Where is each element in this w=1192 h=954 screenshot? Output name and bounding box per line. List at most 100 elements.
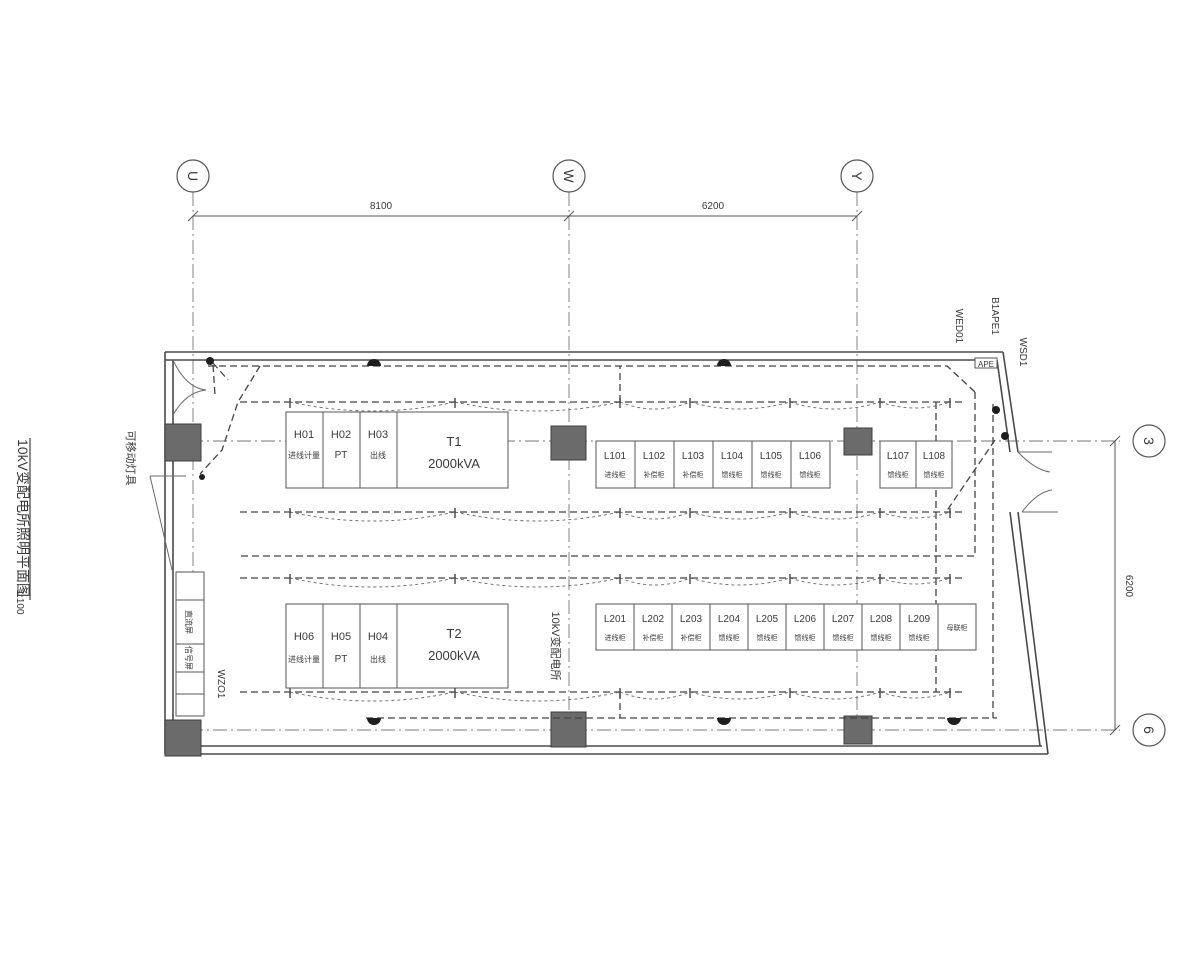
panel-h03-desc: 出线 [370, 450, 386, 460]
panel-l201-desc: 进线柜 [605, 633, 626, 642]
panel-h02-desc: PT [335, 450, 348, 461]
panel-l106-code: L106 [799, 451, 822, 462]
axis-bubble-3: 3 [1132, 424, 1166, 458]
panel-h03-code: H03 [368, 429, 388, 441]
panel-l204-code: L204 [718, 614, 741, 625]
axis-bubble-6: 6 [1132, 713, 1166, 747]
dimension-wy: 6200 [702, 201, 725, 212]
panel-l207-code: L207 [832, 614, 855, 625]
cable-label: 10kV变配电所 [549, 611, 563, 680]
drawing-title-text: 10kV变配电所照明平面图 [15, 439, 31, 597]
axis-bubble-w: W [552, 159, 586, 193]
panel-l207: L207 馈线柜 [823, 603, 863, 651]
axis-label-w: W [561, 169, 577, 183]
panel-l102-desc: 补偿柜 [644, 470, 665, 479]
panel-l208-code: L208 [870, 614, 893, 625]
panel-h01-desc: 进线计量 [288, 450, 320, 460]
panel-l108-code: L108 [923, 451, 946, 462]
panel-l103: L103 补偿柜 [673, 440, 714, 489]
panel-l207-desc: 馈线柜 [833, 633, 854, 642]
panel-h06: H06 进线计量 [285, 603, 324, 689]
aux-panel-2: 直流屏 [175, 599, 205, 645]
circuit-labels: WZO1 WED01 B1APE1 WSD1 APE 10kV变配电所 可移动灯… [124, 297, 1028, 699]
panel-l209-code: L209 [908, 614, 931, 625]
panel-l107: L107 馈线柜 [879, 440, 917, 489]
panel-h03: H03 出线 [359, 411, 398, 489]
transformer-t2-rating: 2000kVA [428, 648, 480, 663]
panel-h01: H01 进线计量 [285, 411, 324, 489]
hv-panel-group-1: H01 进线计量 H02 PT H03 出线 T1 2000kVA [285, 411, 509, 489]
axis-label-3: 3 [1141, 437, 1157, 445]
panel-l206: L206 馈线柜 [785, 603, 825, 651]
transformer-t1: T1 2000kVA [428, 434, 480, 471]
panel-l106: L106 馈线柜 [790, 440, 831, 489]
panel-l209-desc: 馈线柜 [909, 633, 930, 642]
panel-l206-code: L206 [794, 614, 817, 625]
panel-l204-desc: 馈线柜 [719, 633, 740, 642]
transformer-t1-code: T1 [446, 434, 461, 449]
panel-l206-desc: 馈线柜 [795, 633, 816, 642]
emergency-lights [199, 357, 1009, 725]
panel-l203-code: L203 [680, 614, 703, 625]
panel-l105: L105 馈线柜 [751, 440, 792, 489]
dimension-uw: 8100 [370, 201, 393, 212]
panel-l209: L209 馈线柜 [899, 603, 939, 651]
lv-panel-group-1: L101 进线柜 L102 补偿柜 L103 补偿柜 L104 馈线柜 L105… [595, 440, 953, 489]
panel-l202: L202 补偿柜 [633, 603, 673, 651]
dimension-top: 8100 6200 [187, 201, 863, 222]
panel-l101-code: L101 [604, 451, 627, 462]
panel-h05-desc: PT [335, 654, 348, 665]
drawing-scale: 1:100 [14, 589, 25, 614]
hv-panel-group-2: H06 进线计量 H05 PT H04 出线 T2 2000kVA [285, 603, 509, 689]
panel-l108: L108 馈线柜 [915, 440, 953, 489]
panel-h02: H02 PT [322, 411, 361, 489]
aux-panel-5 [175, 693, 205, 717]
aux-panel-group: 直流屏 信号屏 [175, 571, 205, 717]
axis-label-6: 6 [1141, 726, 1157, 734]
axis-label-y: Y [849, 171, 865, 181]
panel-l104: L104 馈线柜 [712, 440, 753, 489]
axis-bubble-u: U [176, 159, 210, 193]
panel-l102-code: L102 [643, 451, 666, 462]
aux-panel-2-label: 直流屏 [184, 610, 194, 634]
aux-panel-3: 信号屏 [175, 643, 205, 673]
aux-panel-4 [175, 671, 205, 695]
panel-h04-code: H04 [368, 631, 388, 643]
drawing-title: 10kV变配电所照明平面图 1:100 [14, 438, 31, 615]
panel-l202-code: L202 [642, 614, 665, 625]
panel-l208: L208 馈线柜 [861, 603, 901, 651]
aux-panel-1 [175, 571, 205, 601]
light-fixtures [289, 398, 951, 698]
panel-l108-desc: 馈线柜 [924, 470, 945, 479]
panel-h05: H05 PT [322, 603, 361, 689]
panel-h04: H04 出线 [359, 603, 398, 689]
transformer-t2: T2 2000kVA [428, 626, 480, 663]
dimension-right: 6200 [1109, 435, 1134, 736]
axis-label-u: U [185, 171, 201, 181]
axis-bubble-y: Y [840, 159, 874, 193]
panel-l102: L102 补偿柜 [634, 440, 675, 489]
panel-l106-desc: 馈线柜 [800, 470, 821, 479]
label-wsd1: WSD1 [1017, 338, 1028, 367]
label-b1ape1: B1APE1 [989, 297, 1000, 335]
panel-l105-desc: 馈线柜 [761, 470, 782, 479]
panel-l103-code: L103 [682, 451, 705, 462]
panel-l101-desc: 进线柜 [605, 470, 626, 479]
panel-l205: L205 馈线柜 [747, 603, 787, 651]
panel-tie: 母联柜 [937, 603, 977, 651]
panel-l205-code: L205 [756, 614, 779, 625]
side-note: 可移动灯具 [124, 431, 137, 486]
panel-l203-desc: 补偿柜 [681, 633, 702, 642]
panel-h04-desc: 出线 [370, 654, 386, 664]
panel-h06-code: H06 [294, 631, 314, 643]
panel-h02-code: H02 [331, 429, 351, 441]
transformer-t2-code: T2 [446, 626, 461, 641]
panel-l203: L203 补偿柜 [671, 603, 711, 651]
panel-tie-desc: 母联柜 [947, 623, 968, 632]
panel-l107-code: L107 [887, 451, 910, 462]
panel-l205-desc: 馈线柜 [757, 633, 778, 642]
panel-l201: L201 进线柜 [595, 603, 635, 651]
panel-l101: L101 进线柜 [595, 440, 636, 489]
label-wzo1: WZO1 [215, 670, 226, 699]
